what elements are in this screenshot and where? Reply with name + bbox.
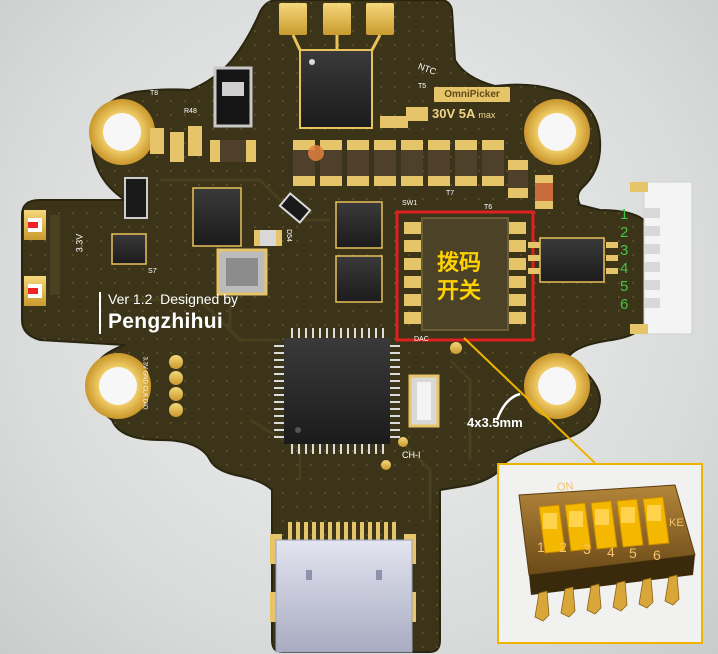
status-led (308, 145, 324, 161)
side-connector (643, 181, 693, 335)
photo-switch-num-2: 2 (559, 539, 567, 555)
photo-switch-num-5: 5 (629, 545, 637, 561)
callout-leader (463, 337, 596, 464)
driver-chip-b (335, 255, 383, 303)
photo-switch-num-6: 6 (653, 547, 661, 563)
connector-pin-1: 1 (620, 206, 629, 223)
connector-pin-2: 2 (620, 224, 629, 241)
connector-pads (528, 242, 618, 274)
brand-badge: OmniPicker (434, 87, 510, 102)
dip-switch-label-line2: 开关 (436, 279, 481, 304)
photo-switch-num-4: 4 (607, 544, 615, 560)
t8-label: T8 (150, 90, 159, 97)
left-leds (24, 210, 60, 306)
version-label: Ver 1.2 (108, 291, 153, 307)
s7-label: S7 (148, 268, 157, 275)
t5-label: T5 (418, 83, 427, 90)
connector-pin-5: 5 (620, 278, 629, 295)
t7-label: T7 (446, 190, 455, 197)
dip-switch-label: 拨码 开关 (424, 250, 494, 306)
dip-switch[interactable] (404, 217, 526, 331)
tvs-diode (278, 192, 312, 224)
v33-label: 3.3V (74, 233, 85, 253)
small-chip-b (111, 233, 147, 265)
designer-name: Pengzhihui (108, 310, 223, 333)
usb-c-connector (270, 522, 416, 653)
can-transceiver (539, 237, 605, 283)
photo-on-text: ON (556, 480, 575, 494)
t6-label: T6 (484, 204, 493, 211)
mount-holes (85, 99, 590, 419)
connector-pin-6: 6 (620, 296, 629, 313)
dip-switch-photo: ON KE 1 2 3 4 5 6 (497, 463, 703, 644)
power-rating-suffix: max (478, 110, 496, 120)
dip-switch-photo-art (518, 484, 696, 622)
power-diode (213, 66, 253, 128)
small-chip-c (124, 177, 148, 219)
top-pads (279, 3, 394, 35)
dip-switch-label-line1: 拨码 (436, 251, 481, 276)
swd-pads (169, 355, 183, 417)
designed-by-label: Designed by (160, 291, 238, 307)
connector-pin-3: 3 (620, 242, 629, 259)
sw1-label: SW1 (402, 200, 418, 207)
r48-label: R48 (184, 108, 197, 115)
photo-ke-text: KE (669, 517, 684, 529)
mcu-chip (274, 328, 400, 454)
d54-label: D54 (284, 229, 292, 242)
small-chip-a (192, 187, 242, 247)
connector-pin-4: 4 (620, 260, 629, 277)
swd-label: 3.3V GND CLK DIO (141, 356, 148, 410)
dac-label: DAC (414, 336, 429, 343)
version-line: Ver 1.2 Designed by (108, 291, 238, 307)
smd-components (150, 107, 553, 246)
power-rating-value: 30V 5A (432, 106, 476, 121)
mount-hole-note: 4x3.5mm (467, 415, 523, 430)
photo-switch-num-1: 1 (537, 539, 545, 555)
driver-chip-a (335, 201, 383, 249)
ch1-label: CH-I (402, 450, 421, 460)
photo-switch-num-3: 3 (583, 541, 591, 557)
